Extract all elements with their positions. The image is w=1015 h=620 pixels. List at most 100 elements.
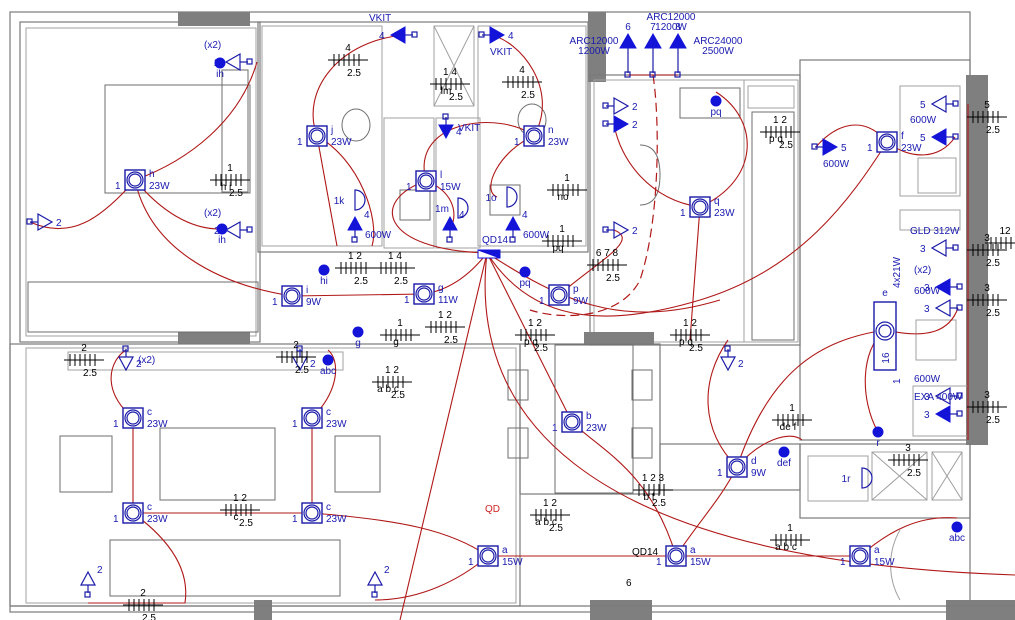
wire-annotation: 32.5 (967, 283, 1007, 319)
oven-outlet[interactable]: 6 (619, 22, 637, 78)
outlet-circuit: 5 (920, 100, 926, 111)
annotation-switch-ids: p q (679, 337, 693, 348)
outlet[interactable]: 2(x2) (117, 345, 155, 372)
outlet-triangle-icon (934, 278, 951, 296)
switch[interactable]: ih (216, 223, 228, 246)
luminaire-id: j (330, 125, 333, 136)
switch-label: ih (218, 235, 226, 246)
annotation-top: 1 2 (348, 251, 362, 262)
ventilator-label: 1o (485, 193, 497, 204)
outlet[interactable]: 2 (26, 212, 62, 232)
ventilator[interactable]: 1r (842, 467, 873, 489)
outlet-note: VKIT (490, 47, 512, 58)
annotation-switch-ids: c (234, 512, 239, 523)
switch[interactable]: pq (710, 95, 722, 118)
oven-outlet[interactable]: 8 (669, 22, 687, 78)
wire-annotation: 32.5 (967, 390, 1007, 426)
outlet[interactable]: 2 (602, 220, 638, 240)
ventilator[interactable]: 1m (435, 197, 469, 219)
luminaire-circuit: 1 (113, 514, 119, 525)
switch[interactable]: g (352, 326, 364, 349)
ventilator[interactable]: 1o (485, 186, 518, 208)
luminaire-power: 23W (586, 423, 607, 434)
switch[interactable]: hi (318, 264, 330, 287)
oven-outlet[interactable]: 7 (644, 22, 662, 78)
outlet[interactable]: 2(x2) (204, 208, 253, 240)
annotation-top: 4 (345, 43, 351, 54)
luminaire-power: 23W (326, 419, 347, 430)
luminaire-power: 9W (751, 468, 767, 479)
wire-annotation: 42.5 (328, 43, 368, 79)
switch[interactable]: abc (320, 354, 336, 377)
outlet-note: 600W (910, 115, 937, 126)
luminaire-power: 23W (548, 137, 569, 148)
outlet-circuit: 2 (310, 359, 316, 370)
switch-icon (951, 521, 963, 533)
switch[interactable]: ih (214, 57, 226, 80)
luminaire-circuit: 1 (292, 514, 298, 525)
luminaire-circuit: 1 (292, 419, 298, 430)
outlet[interactable]: 2(x2) (204, 40, 253, 72)
outlet[interactable]: 3(x2) (914, 265, 963, 296)
annotation-top: 1 2 (528, 318, 542, 329)
outlet[interactable]: 2 (366, 565, 390, 598)
oven-circuit: 7 (650, 22, 656, 33)
switch[interactable]: r (872, 426, 884, 449)
fluorescent-id: e (882, 288, 888, 299)
annotation-top: 1 (397, 318, 403, 329)
switch[interactable]: abc (949, 521, 965, 544)
annotation-top: 1 (564, 173, 570, 184)
outlet[interactable]: 2 (291, 345, 316, 372)
luminaire-circuit: 1 (539, 296, 545, 307)
outlet[interactable]: 2 (719, 345, 744, 372)
outlet[interactable]: 2 (79, 565, 103, 598)
switch[interactable]: pq (519, 266, 531, 289)
outlet[interactable]: 5 (920, 94, 959, 114)
ventilator-label: 1r (842, 474, 852, 485)
outlet[interactable]: 2 (602, 96, 638, 116)
outlet-triangle-icon (37, 212, 54, 232)
distribution-panel[interactable] (477, 249, 501, 259)
lamp-icon (126, 171, 144, 189)
wire-annotation: 12 (985, 226, 1015, 249)
switch-label: pq (710, 107, 721, 118)
ventilator[interactable]: 1k (334, 189, 366, 211)
outlet[interactable]: 4 (442, 210, 465, 243)
fluorescent-luminaire[interactable]: e 16 4x21W 1 (873, 256, 903, 384)
oven-circuit: 8 (675, 22, 681, 33)
free-label: QD14 (482, 235, 509, 246)
switch[interactable]: def (777, 446, 791, 469)
outlet[interactable]: 2 (602, 115, 638, 133)
switch-label: abc (320, 366, 336, 377)
